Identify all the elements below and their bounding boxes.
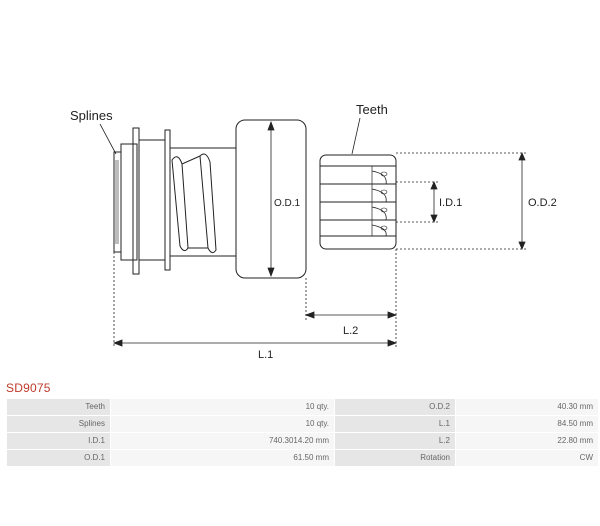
spec-key: L.1 bbox=[335, 416, 455, 432]
spec-key: Teeth bbox=[7, 399, 110, 415]
product-code: SD9075 bbox=[6, 381, 51, 395]
starter-drive-diagram: Splines Teeth O.D.1 I.D.1 O.D.2 L.2 L.1 bbox=[70, 102, 557, 361]
spec-value: 10 qty. bbox=[111, 399, 334, 415]
splines-label: Splines bbox=[70, 108, 113, 123]
spec-key: Rotation bbox=[335, 450, 455, 466]
spec-value: 61.50 mm bbox=[111, 450, 334, 466]
spec-key: I.D.1 bbox=[7, 433, 110, 449]
teeth-label: Teeth bbox=[356, 102, 388, 117]
table-row: I.D.1 740.3014.20 mm L.2 22.80 mm bbox=[7, 433, 598, 449]
table-row: Teeth 10 qty. O.D.2 40.30 mm bbox=[7, 399, 598, 415]
od1-label: O.D.1 bbox=[274, 198, 301, 209]
spec-value: 84.50 mm bbox=[456, 416, 598, 432]
table-row: Splines 10 qty. L.1 84.50 mm bbox=[7, 416, 598, 432]
spec-value: CW bbox=[456, 450, 598, 466]
main-body bbox=[235, 119, 307, 279]
spline-hub bbox=[113, 127, 236, 275]
l1-label: L.1 bbox=[258, 349, 273, 361]
splines-leader bbox=[99, 123, 117, 155]
spec-table: Teeth 10 qty. O.D.2 40.30 mm Splines 10 … bbox=[6, 398, 599, 467]
id1-label: I.D.1 bbox=[439, 197, 462, 209]
spec-key: Splines bbox=[7, 416, 110, 432]
spec-key: L.2 bbox=[335, 433, 455, 449]
teeth-leader bbox=[351, 117, 361, 155]
spec-value: 10 qty. bbox=[111, 416, 334, 432]
spec-value: 40.30 mm bbox=[456, 399, 598, 415]
spec-key: O.D.2 bbox=[335, 399, 455, 415]
pinion-gear bbox=[319, 154, 397, 250]
spec-value: 22.80 mm bbox=[456, 433, 598, 449]
od2-label: O.D.2 bbox=[528, 197, 557, 209]
spec-value: 740.3014.20 mm bbox=[111, 433, 334, 449]
spec-key: O.D.1 bbox=[7, 450, 110, 466]
l2-label: L.2 bbox=[343, 325, 358, 337]
spring-coils bbox=[171, 153, 217, 254]
table-row: O.D.1 61.50 mm Rotation CW bbox=[7, 450, 598, 466]
